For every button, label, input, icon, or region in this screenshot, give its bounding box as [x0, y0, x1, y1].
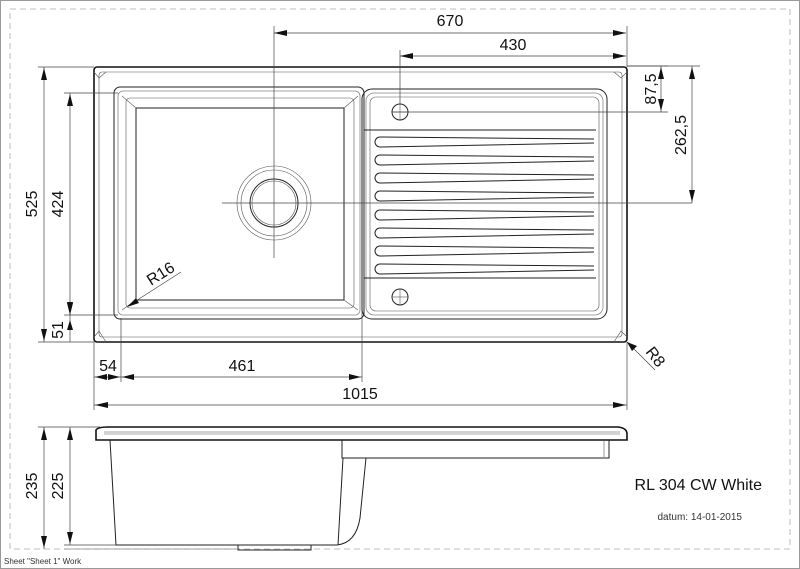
dimension-annotations: 670 430 87,5 262,5 525 424 — [24, 13, 700, 410]
drawing-frame — [9, 8, 791, 550]
dim-262-5: 262,5 — [673, 115, 690, 155]
dim-461: 461 — [229, 358, 256, 375]
dim-54: 54 — [99, 358, 117, 375]
bowl-basin — [135, 107, 345, 301]
dim-430: 430 — [500, 37, 527, 54]
dim-51: 51 — [50, 321, 67, 339]
side-dimensions: 235 225 — [24, 426, 116, 549]
side-view — [64, 426, 628, 551]
top-view — [93, 26, 692, 343]
dim-525: 525 — [24, 191, 41, 218]
dim-87-5: 87,5 — [643, 73, 660, 104]
drainboard-ribs — [374, 136, 595, 275]
drainboard — [361, 88, 608, 320]
dim-225: 225 — [50, 473, 67, 500]
overflow-hole-icon — [391, 288, 409, 306]
product-title: RL 304 CW White — [635, 477, 763, 494]
drawing-date: datum: 14-01-2015 — [657, 512, 742, 523]
dim-670: 670 — [437, 13, 464, 30]
dim-r8: R8 — [642, 344, 668, 371]
dim-1015: 1015 — [342, 386, 378, 403]
sheet-label: Sheet "Sheet 1" Work — [4, 557, 82, 566]
dim-235: 235 — [24, 473, 41, 500]
dim-424: 424 — [50, 191, 67, 218]
sink-outer-rim — [93, 66, 628, 343]
